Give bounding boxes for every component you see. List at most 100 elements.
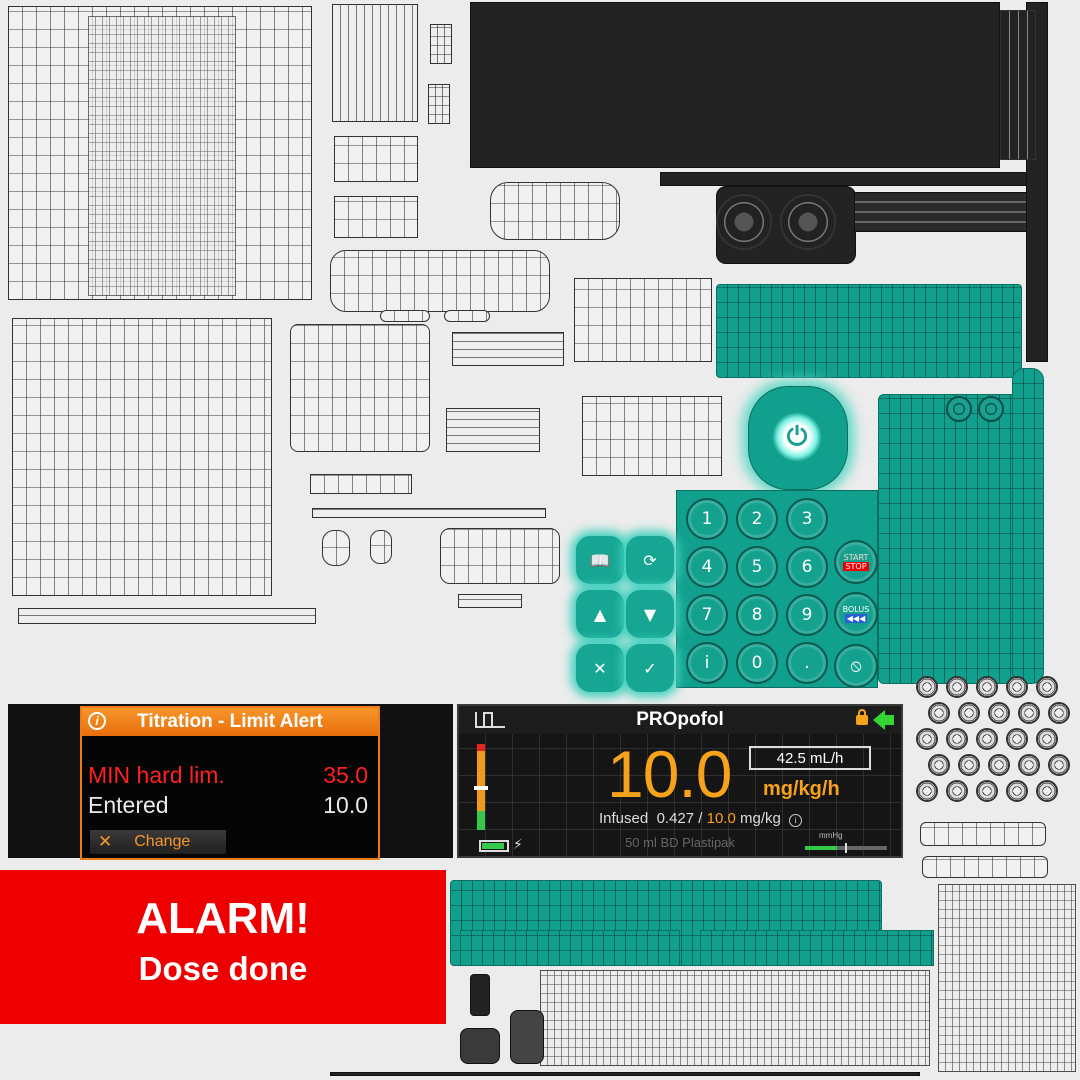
alert-dialog: i Titration - Limit Alert MIN hard lim. … [80, 706, 380, 860]
uv-shell-housing-back [12, 318, 272, 596]
entered-row: Entered 10.0 [88, 792, 368, 819]
ring-part [916, 676, 938, 698]
keypad-key[interactable]: 9 [786, 594, 828, 636]
arrow-left-icon [873, 710, 885, 730]
keypad-key[interactable]: i [686, 642, 728, 684]
ring-part [1036, 780, 1058, 802]
infused-unit: mg/kg [739, 810, 781, 827]
uv-shell-bottom-dark-b [460, 1028, 500, 1064]
uv-shell-curved-b [330, 250, 550, 312]
infusion-pump-screen: PROpofol ⚡ 10.0 42.5 mL/h mg/kg/h Infuse… [457, 704, 903, 858]
uv-shell-strip-bottom [18, 608, 316, 624]
limit-value: 35.0 [323, 762, 368, 788]
ring-part [946, 780, 968, 802]
uv-shell-teal-bottom-b [460, 930, 680, 966]
gauge-marker [474, 786, 488, 790]
info-circle-icon: i [789, 814, 803, 827]
uv-shell-dark-knob-a [716, 194, 772, 250]
uv-shell-panel-b [334, 196, 418, 238]
alert-title: Titration - Limit Alert [137, 711, 323, 732]
dose-unit: mg/kg/h [763, 778, 840, 800]
keypad-key[interactable]: 6 [786, 546, 828, 588]
stop-label: STOP [843, 562, 869, 571]
uv-shell-dark-bars [854, 192, 1044, 232]
ring-part [1006, 728, 1028, 750]
soft-key-down-arrow[interactable]: ▼ [626, 590, 674, 638]
bolus-label: BOLUS [842, 605, 870, 614]
infused-line: Infused 0.427 / 10.0 mg/kg i [599, 810, 803, 827]
pressure-fill [805, 846, 837, 850]
uv-shell-teal-column [1012, 368, 1044, 684]
infused-label: Infused [599, 810, 649, 827]
uv-shell-bottom-parts [540, 970, 930, 1066]
titration-limit-alert-panel: i Titration - Limit Alert MIN hard lim. … [8, 704, 453, 860]
ring-part [1006, 780, 1028, 802]
uv-shell-dark-grid [1000, 10, 1036, 160]
uv-shell-block-e [446, 408, 540, 452]
info-icon: i [88, 712, 106, 730]
keypad-key[interactable]: 4 [686, 546, 728, 588]
uv-shell-teal-ring-b [978, 396, 1004, 422]
ring-parts [916, 676, 1076, 816]
close-icon: ✕ [98, 832, 113, 851]
soft-key-book[interactable]: 📖 [576, 536, 624, 584]
soft-key-up-arrow[interactable]: ▲ [576, 590, 624, 638]
soft-key-cancel[interactable]: ✕ [576, 644, 624, 692]
keypad-key[interactable]: 2 [736, 498, 778, 540]
entered-value: 10.0 [323, 792, 368, 818]
uv-shell-strip-c [458, 594, 522, 608]
ring-part [1018, 754, 1040, 776]
infused-amount: 0.427 / [656, 810, 703, 827]
start-stop-key[interactable]: START STOP [834, 540, 878, 584]
ring-part [928, 754, 950, 776]
battery-icon [479, 840, 509, 852]
keypad-key[interactable]: 3 [786, 498, 828, 540]
keypad-key[interactable]: 5 [736, 546, 778, 588]
ring-part [976, 728, 998, 750]
ring-part [946, 728, 968, 750]
bolus-key[interactable]: BOLUS ◀◀◀ [834, 592, 878, 636]
keypad-key[interactable]: . [786, 642, 828, 684]
lock-icon [856, 709, 868, 725]
uv-shell-right-a [920, 822, 1046, 846]
ring-part [1036, 728, 1058, 750]
uv-shell-strip-mid [312, 508, 546, 518]
syringe-key[interactable]: ⦸ [834, 644, 878, 688]
uv-shell-block-f [310, 474, 412, 494]
cancel-icon: ✕ [593, 658, 607, 678]
dose-value: 10.0 [607, 737, 732, 811]
uv-shell-dark-back [470, 2, 1000, 168]
uv-shell-block-g [440, 528, 560, 584]
book-icon: 📖 [590, 550, 610, 570]
keypad-key[interactable]: 8 [736, 594, 778, 636]
uv-shell-housing-center [88, 16, 236, 296]
pump-grid [459, 734, 901, 856]
soft-key-confirm[interactable]: ✓ [626, 644, 674, 692]
keypad-key[interactable]: 1 [686, 498, 728, 540]
uv-shell-ribs [332, 4, 418, 122]
drug-name: PROpofol [636, 709, 724, 730]
uv-shell-small-d [370, 530, 392, 564]
ring-part [1048, 702, 1070, 724]
syringe-icon: ⦸ [850, 656, 862, 676]
ring-part [988, 754, 1010, 776]
ring-part [988, 702, 1010, 724]
entered-label: Entered [88, 792, 169, 818]
ring-part [958, 702, 980, 724]
soft-key-refresh[interactable]: ⟳ [626, 536, 674, 584]
change-label: Change [134, 833, 191, 850]
uv-shell-small-c [322, 530, 350, 566]
keypad-key[interactable]: 0 [736, 642, 778, 684]
uv-shell-teal-side [878, 394, 1018, 684]
uv-shell-teal-top [716, 284, 1022, 378]
keypad-key[interactable]: 7 [686, 594, 728, 636]
start-label: START [843, 553, 869, 562]
ring-part [916, 728, 938, 750]
uv-shell-block-b [452, 332, 564, 366]
rate-display: 42.5 mL/h [749, 746, 871, 770]
up-arrow-icon: ▲ [593, 604, 607, 624]
change-button[interactable]: ✕ Change [90, 830, 226, 854]
syringe-type: 50 ml BD Plastipak [625, 835, 735, 850]
uv-shell-dark-strip-top [660, 172, 1044, 186]
ring-part [976, 780, 998, 802]
